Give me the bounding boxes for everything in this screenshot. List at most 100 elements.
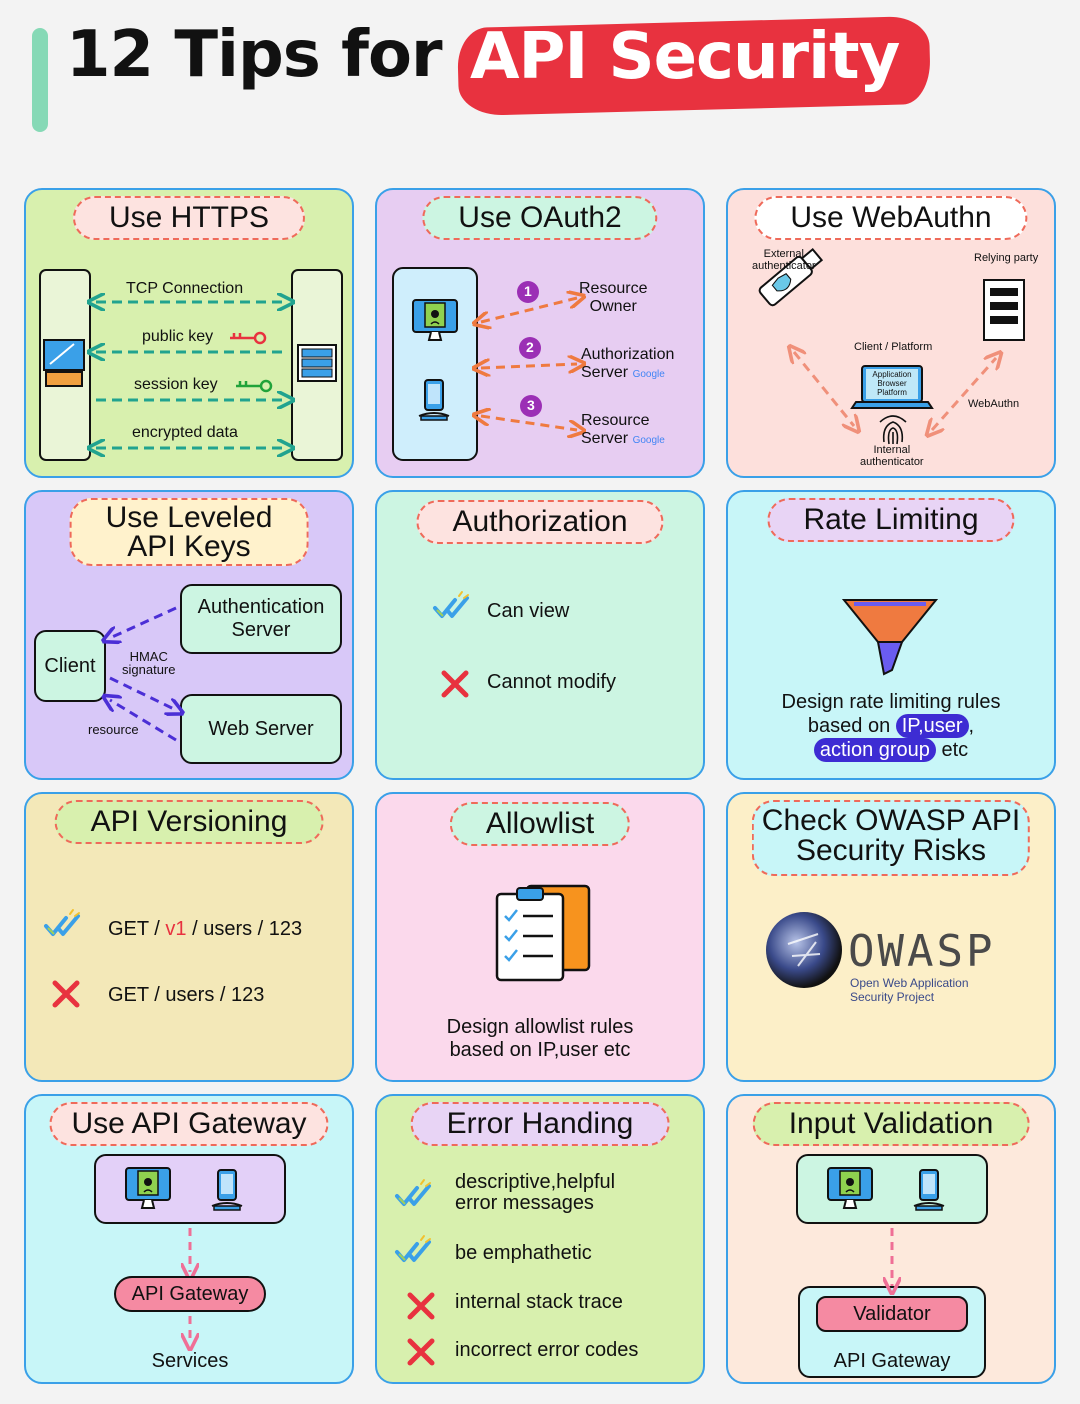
laptop-icon: [850, 365, 934, 409]
validator-node: Validator: [816, 1296, 968, 1332]
card-rate-limiting: Rate Limiting Design rate limiting rules…: [726, 490, 1056, 780]
check-icon: [395, 1234, 432, 1262]
label-can-view: Can view: [487, 600, 570, 622]
error-tip-3: internal stack trace: [455, 1291, 623, 1313]
card-title: Use API Gateway: [49, 1102, 329, 1146]
owasp-globe-icon: [766, 912, 842, 988]
phone-icon: [913, 1169, 945, 1211]
card-title: Use Leveled API Keys: [69, 498, 309, 566]
page-title: 12 Tips for: [66, 18, 442, 92]
fingerprint-icon: [879, 415, 907, 445]
label-client-platform: Client / Platform: [854, 341, 933, 353]
label-resource-server: Resource Server Google: [581, 412, 665, 447]
key-icon-green: [236, 379, 273, 393]
authorization-icons: [433, 590, 470, 780]
clipboard-icon: [495, 884, 591, 982]
error-tip-1: descriptive,helpful error messages: [455, 1171, 616, 1214]
input-validation-diagram: [827, 1167, 945, 1384]
label-hmac-signature: HMAC signature: [122, 649, 176, 677]
allowlist-diagram: [495, 884, 591, 982]
check-icon: [395, 1178, 432, 1206]
check-icon: [44, 908, 81, 936]
phone-icon: [211, 1169, 243, 1211]
api-gateway-label: API Gateway: [833, 1350, 951, 1372]
card-use-webauthn: Use WebAuthn External authenticator: [726, 188, 1056, 478]
label-webauthn: WebAuthn: [968, 398, 1020, 410]
label-tcp: TCP Connection: [126, 280, 244, 297]
owasp-subtitle: Open Web Application Security Project: [850, 976, 969, 1004]
label-public-key: public key: [142, 328, 214, 345]
label-external-authenticator: External authenticator: [752, 248, 816, 272]
server-icon: [297, 344, 337, 382]
label-internal-authenticator: Internal authenticator: [860, 444, 924, 468]
card-title: Input Validation: [752, 1102, 1030, 1146]
authentication-server-box: [180, 584, 342, 654]
api-gateway-diagram: [125, 1167, 243, 1384]
card-error-handling: Error Handing descriptive,helpful error …: [375, 1094, 705, 1384]
label-app-browser-platform: Application Browser Platform: [872, 370, 912, 397]
card-allowlist: Allowlist Design allowlist rules based o…: [375, 792, 705, 1082]
error-tip-4: incorrect error codes: [455, 1339, 639, 1361]
label-unversioned-endpoint: GET / users / 123: [108, 984, 265, 1006]
client-box: [34, 630, 106, 702]
pill-action-group: action group: [813, 738, 936, 762]
card-owasp: Check OWASP API Security Risks OWASP Ope…: [726, 792, 1056, 1082]
label-resource: resource: [88, 722, 139, 737]
allowlist-description: Design allowlist rules based on IP,user …: [446, 1016, 634, 1061]
page-title-highlight: API Security: [470, 20, 900, 94]
card-title: Use HTTPS: [72, 196, 306, 240]
card-title: Authorization: [416, 500, 664, 544]
step-3: 3: [527, 397, 535, 413]
step-1: 1: [524, 283, 532, 299]
card-title: Check OWASP API Security Risks: [751, 800, 1031, 876]
card-input-validation: Input Validation Validator API Gateway: [726, 1094, 1056, 1384]
webauthn-diagram: [758, 247, 1025, 445]
card-leveled-api-keys: Use Leveled API Keys Authentication Serv…: [24, 490, 354, 780]
card-title: Use OAuth2: [422, 196, 658, 240]
card-authorization: Authorization Can view Cannot modify: [375, 490, 705, 780]
label-client: Client: [44, 655, 96, 677]
check-icon: [433, 590, 470, 618]
owasp-logo-graphic: [766, 912, 842, 988]
oauth2-diagram: [392, 267, 705, 461]
cross-icon: [444, 673, 466, 695]
web-server-box: [180, 694, 342, 764]
cross-icon: [410, 1295, 432, 1317]
usb-key-icon: [758, 247, 824, 307]
label-authorization-server: Authorization Server Google: [581, 346, 675, 381]
cross-icon: [55, 983, 77, 1005]
server-rack-icon: [983, 279, 1025, 341]
version-token: v1: [165, 918, 187, 940]
https-diagram: [39, 269, 343, 461]
label-cannot-modify: Cannot modify: [487, 671, 616, 693]
api-keys-diagram: [26, 606, 354, 742]
owasp-logo-text: OWASP: [848, 926, 996, 977]
card-title: Error Handing: [410, 1102, 670, 1146]
rate-limit-description: Design rate limiting rules based on IP,u…: [781, 691, 1001, 762]
card-title: Rate Limiting: [767, 498, 1015, 542]
label-resource-owner: Resource Owner: [579, 280, 648, 315]
monitor-icon: [827, 1167, 873, 1209]
error-tip-2: be emphathetic: [455, 1242, 592, 1264]
pill-ip-user: IP,user: [895, 714, 969, 738]
key-icon-red: [230, 331, 267, 345]
card-use-oauth2: Use OAuth2 1 2 3 Resource Owner Authoriz…: [375, 188, 705, 478]
accent-bar: [32, 28, 48, 132]
card-title: Allowlist: [449, 802, 631, 846]
api-gateway-node: API Gateway: [114, 1276, 266, 1312]
label-versioned-endpoint: GET / v1 / users / 123: [108, 918, 303, 940]
funnel-icon: [841, 599, 939, 676]
cross-icon: [410, 1341, 432, 1363]
rate-limiting-diagram: [841, 599, 939, 676]
card-api-gateway: Use API Gateway API Gateway Services: [24, 1094, 354, 1384]
monitor-icon: [125, 1167, 171, 1209]
google-logo: Google: [632, 435, 665, 446]
card-title: API Versioning: [54, 800, 324, 844]
step-2: 2: [526, 339, 534, 355]
label-web-server: Web Server: [208, 718, 314, 740]
card-api-versioning: API Versioning GET / v1 / users / 123 GE…: [24, 792, 354, 1082]
label-authentication-server: Authentication Server: [197, 596, 325, 641]
label-session-key: session key: [134, 376, 218, 393]
google-logo: Google: [632, 369, 665, 380]
card-use-https: Use HTTPS TCP Connection public key sess…: [24, 188, 354, 478]
